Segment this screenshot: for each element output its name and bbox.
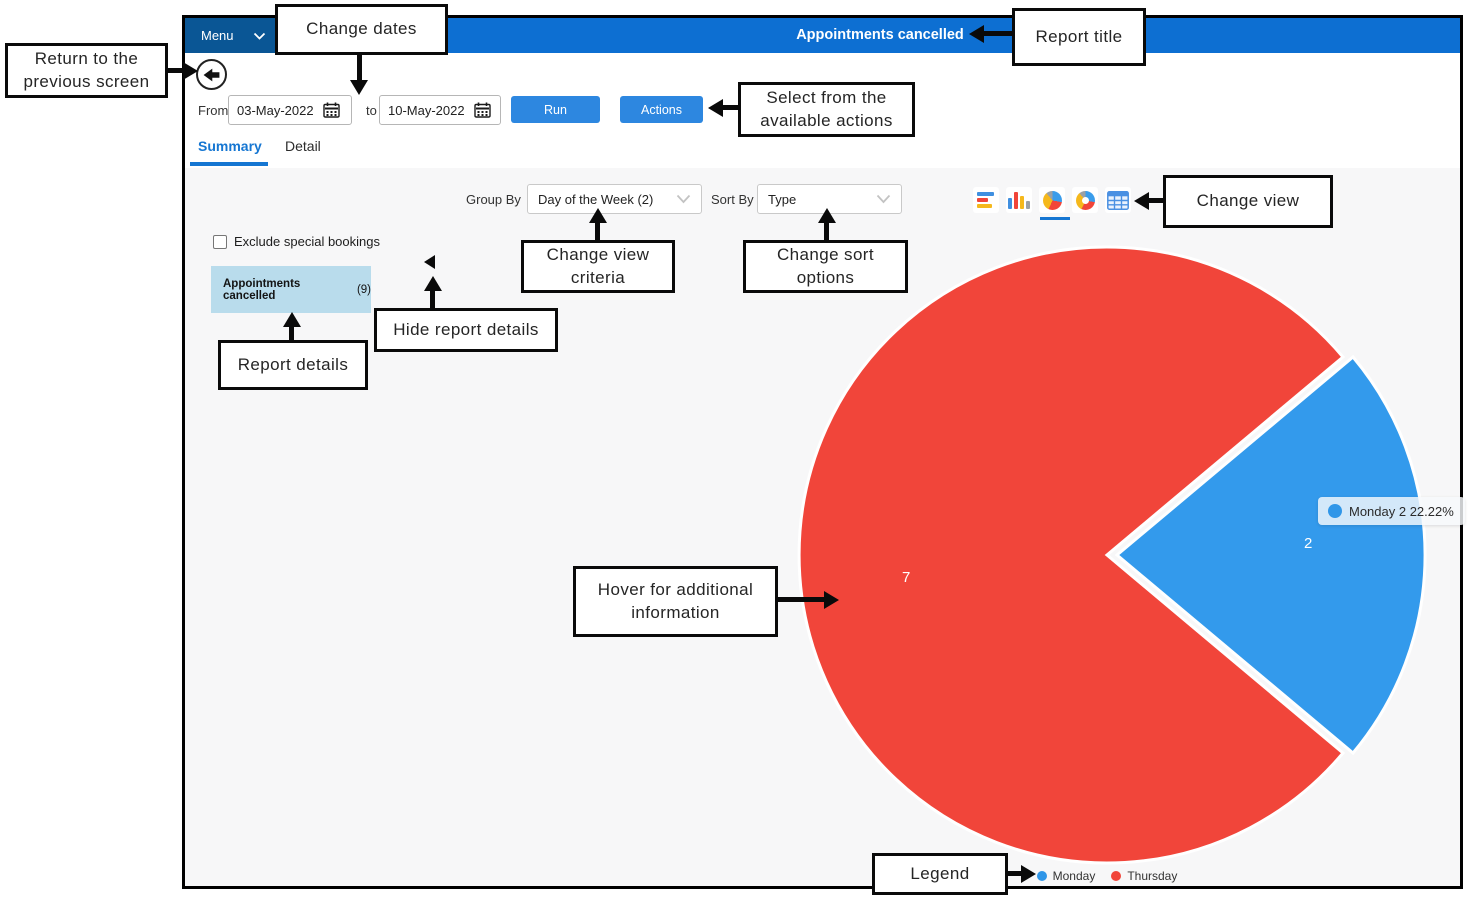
group-by-select[interactable]: Day of the Week (2) <box>527 184 702 214</box>
table-icon <box>1107 190 1129 210</box>
arrow-left-icon <box>1134 191 1149 210</box>
report-details-count: (9) <box>356 283 371 296</box>
report-details-item[interactable]: Appointments cancelled (9) <box>211 266 371 313</box>
exclude-special-bookings-option[interactable]: Exclude special bookings <box>213 234 380 249</box>
column-view-icon[interactable] <box>1006 187 1032 213</box>
doughnut-view-icon[interactable] <box>1072 187 1098 213</box>
arrow-up-icon <box>282 312 301 327</box>
menu-label: Menu <box>201 28 234 43</box>
chevron-down-icon <box>253 32 266 40</box>
arrow-shaft <box>824 222 829 241</box>
pie-slice-thursday[interactable] <box>797 245 1346 865</box>
arrow-right-icon <box>183 61 198 80</box>
arrow-up-icon <box>588 208 607 223</box>
group-by-value: Day of the Week (2) <box>538 191 654 207</box>
sort-by-label: Sort By <box>711 192 754 207</box>
selected-view-indicator <box>1040 217 1070 220</box>
tooltip-series-dot <box>1328 504 1342 518</box>
arrow-shaft <box>357 54 362 81</box>
annotation-hover-info: Hover for additional information <box>573 566 778 637</box>
arrow-down-icon <box>350 80 368 95</box>
chart-legend: Monday Thursday <box>977 869 1237 883</box>
report-details-label: Appointments cancelled <box>223 277 301 302</box>
arrow-shaft <box>722 105 739 110</box>
calendar-icon[interactable] <box>474 102 491 118</box>
checkbox[interactable] <box>213 234 227 249</box>
arrow-shaft <box>1148 198 1164 203</box>
arrow-shaft <box>983 31 1013 36</box>
doughnut-chart-icon <box>1075 190 1095 210</box>
back-arrow-icon <box>203 68 220 81</box>
arrow-right-icon <box>824 590 839 609</box>
to-date-field[interactable] <box>379 95 501 125</box>
annotation-change-dates: Change dates <box>275 4 448 55</box>
annotation-change-view-criteria: Change view criteria <box>521 240 675 293</box>
pie-view-icon[interactable] <box>1039 187 1065 213</box>
annotation-change-view: Change view <box>1163 175 1333 228</box>
chevron-down-icon <box>876 194 891 204</box>
data-label-thursday: 7 <box>902 569 910 586</box>
from-label: From <box>198 103 229 118</box>
legend-dot-monday <box>1036 871 1047 881</box>
legend-item-thursday[interactable]: Thursday <box>1111 869 1177 883</box>
annotation-return-previous: Return to the previous screen <box>5 43 168 98</box>
arrow-left-icon <box>708 98 723 117</box>
arrow-shaft <box>1006 871 1022 876</box>
table-view-icon[interactable] <box>1105 187 1131 213</box>
view-switcher <box>973 187 1131 213</box>
legend-item-monday[interactable]: Monday <box>1036 869 1096 883</box>
stacked-bar-view-icon[interactable] <box>973 187 999 213</box>
page-title: Appointments cancelled <box>796 27 964 43</box>
column-chart-icon <box>1008 191 1030 209</box>
annotation-report-title: Report title <box>1012 8 1146 66</box>
active-tab-indicator <box>190 162 268 166</box>
legend-dot-thursday <box>1111 871 1122 881</box>
tab-detail[interactable]: Detail <box>285 138 321 154</box>
tab-summary[interactable]: Summary <box>198 138 262 154</box>
arrow-left-icon <box>969 24 984 43</box>
pie-chart-icon <box>1042 190 1062 210</box>
menu-button[interactable]: Menu <box>185 18 278 53</box>
annotation-change-sort-options: Change sort options <box>743 240 908 293</box>
legend-label: Thursday <box>1127 869 1178 883</box>
pie-chart[interactable]: 7 2 <box>787 235 1437 885</box>
arrow-shaft <box>166 68 184 73</box>
to-date-input[interactable] <box>388 102 474 118</box>
arrow-up-icon <box>423 276 442 291</box>
tooltip-text: Monday 2 22.22% <box>1349 503 1454 519</box>
group-by-label: Group By <box>466 192 521 207</box>
to-label: to <box>366 103 377 118</box>
legend-label: Monday <box>1052 869 1096 883</box>
chevron-down-icon <box>676 194 691 204</box>
calendar-icon[interactable] <box>323 102 340 118</box>
arrow-up-icon <box>817 208 836 223</box>
data-label-monday: 2 <box>1304 535 1312 552</box>
from-date-field[interactable] <box>228 95 352 125</box>
collapse-panel-icon[interactable] <box>424 255 435 269</box>
arrow-shaft <box>777 597 825 602</box>
app-window: Menu Appointments cancelled From <box>182 15 1465 889</box>
actions-button[interactable]: Actions <box>620 96 703 123</box>
arrow-shaft <box>289 326 294 341</box>
annotation-report-details: Report details <box>218 340 368 390</box>
checkbox-label: Exclude special bookings <box>234 234 380 249</box>
arrow-shaft <box>430 290 435 309</box>
chart-tooltip: Monday 2 22.22% <box>1318 497 1465 525</box>
bar-chart-icon <box>977 192 995 208</box>
annotation-legend: Legend <box>872 853 1008 895</box>
pie-slice-monday[interactable] <box>1114 354 1427 756</box>
arrow-right-icon <box>1021 864 1036 883</box>
back-button[interactable] <box>196 59 227 90</box>
annotation-hide-report-details: Hide report details <box>374 308 558 352</box>
arrow-shaft <box>595 222 600 241</box>
annotation-select-actions: Select from the available actions <box>738 82 915 137</box>
from-date-input[interactable] <box>237 102 323 118</box>
run-button[interactable]: Run <box>511 96 600 123</box>
sort-by-value: Type <box>768 191 797 207</box>
